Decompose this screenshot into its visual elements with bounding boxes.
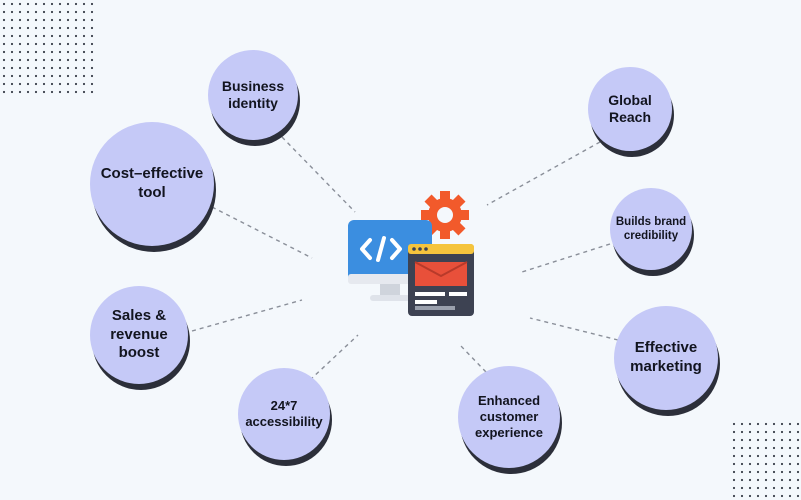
connector-brand-credibility: [521, 243, 611, 273]
connector-sales-revenue-boost: [191, 299, 303, 332]
website-development-icon: [348, 191, 474, 316]
connector-effective-marketing: [529, 317, 619, 341]
node-label: Enhanced customer experience: [475, 392, 543, 441]
node-customer-experience: Enhanced customer experience: [458, 366, 560, 468]
connector-cost-effective-tool: [211, 206, 313, 259]
connector-business-identity: [281, 136, 356, 213]
node-cost-effective-tool: Cost–effective tool: [90, 122, 214, 246]
dot-pattern-bottom-right: [732, 422, 800, 498]
connector-customer-experience: [459, 344, 487, 373]
node-label: Global Reach: [608, 91, 652, 126]
node-sales-revenue-boost: Sales & revenue boost: [90, 286, 188, 384]
node-label: Builds brand credibility: [615, 215, 687, 242]
connector-global-reach: [486, 141, 601, 206]
node-effective-marketing: Effective marketing: [614, 306, 718, 410]
node-label: Business identity: [221, 77, 285, 112]
browser-window-icon: [408, 244, 474, 316]
dot-pattern-top-left: [2, 2, 94, 94]
node-label: Cost–effective tool: [100, 165, 204, 201]
node-business-identity: Business identity: [208, 50, 298, 140]
node-label: 24*7 accessibility: [245, 397, 323, 429]
node-accessibility: 24*7 accessibility: [238, 368, 330, 460]
connector-accessibility: [309, 334, 359, 381]
node-global-reach: Global Reach: [588, 67, 672, 151]
code-brackets-icon: [360, 236, 402, 262]
node-brand-credibility: Builds brand credibility: [610, 188, 692, 270]
node-label: Effective marketing: [630, 339, 702, 375]
node-label: Sales & revenue boost: [110, 306, 168, 362]
